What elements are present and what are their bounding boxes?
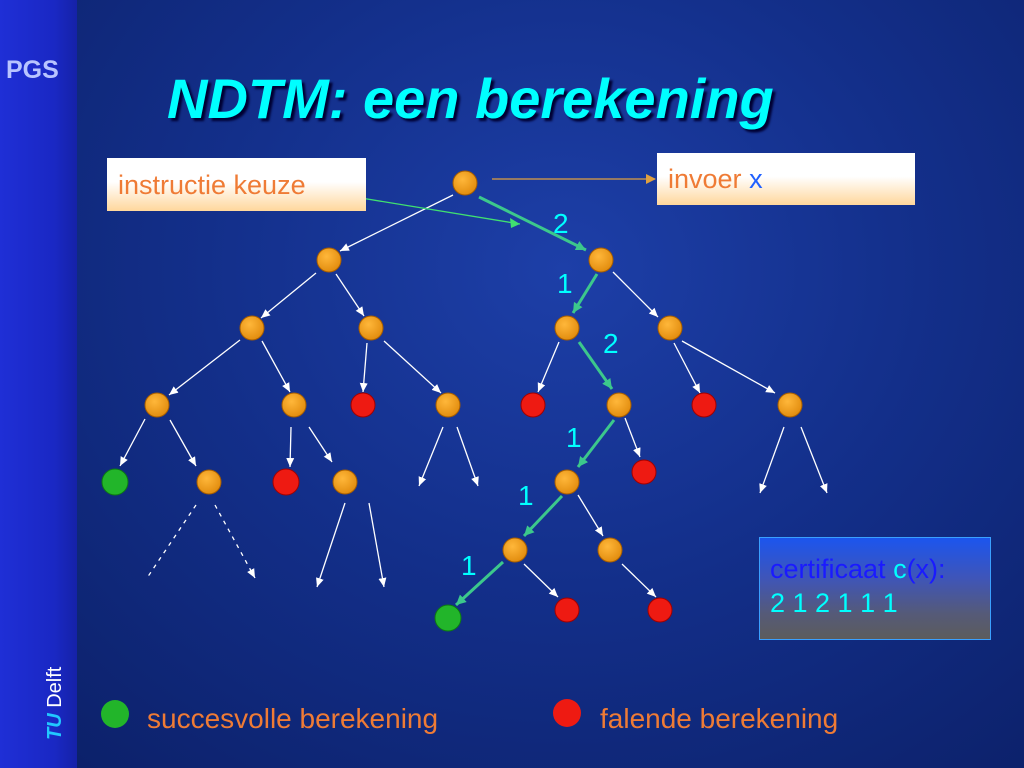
tree-node: [606, 392, 632, 418]
edge: [523, 563, 559, 598]
edge: [681, 340, 776, 394]
edge: [456, 426, 479, 487]
edge: [339, 194, 454, 252]
tree-node: [281, 392, 307, 418]
edge: [316, 502, 346, 588]
edge: [261, 340, 291, 393]
edge: [624, 417, 641, 458]
sidebar: PGS TU Delft: [0, 0, 77, 768]
edge: [359, 342, 368, 393]
legend-fail-dot: [553, 699, 581, 727]
tree-node: [452, 170, 478, 196]
path-edge: [478, 195, 587, 252]
path-edge: [522, 494, 564, 538]
tree-node: [777, 392, 803, 418]
dotted-edge: [214, 504, 256, 579]
edge: [168, 339, 241, 396]
legend-fail-label: falende berekening: [600, 703, 839, 734]
tree-node: [435, 392, 461, 418]
fail-leaf: [350, 392, 376, 418]
instruction-arrowhead: [510, 218, 520, 228]
tree-node: [358, 315, 384, 341]
path-edge: [571, 273, 599, 314]
pgs-logo: PGS: [6, 56, 59, 84]
edge: [800, 426, 828, 494]
edge: [119, 418, 146, 467]
tree-node: [144, 392, 170, 418]
edge: [260, 272, 317, 319]
edge: [577, 494, 604, 537]
fail-leaf: [631, 459, 657, 485]
instruction-arrow: [354, 196, 521, 225]
path-edge: [454, 560, 505, 607]
path-choice-label: 1: [518, 480, 534, 511]
path-edge: [577, 341, 614, 390]
path-choice-label: 2: [553, 208, 569, 239]
path-choice-label: 1: [557, 268, 573, 299]
edge: [612, 271, 659, 318]
instruction-choice-label: instructie keuze: [107, 158, 366, 211]
path-choice-label: 1: [566, 422, 582, 453]
edge: [286, 426, 295, 468]
nodes: [144, 170, 803, 563]
tree-node: [597, 537, 623, 563]
tree-node: [554, 315, 580, 341]
legend-success-label: succesvolle berekening: [147, 703, 439, 734]
fail-leaf: [691, 392, 717, 418]
tree-node: [588, 247, 614, 273]
edge: [169, 419, 197, 467]
fail-leaves: [272, 392, 717, 623]
input-label: invoer x: [657, 153, 915, 205]
legend-success-dot: [101, 700, 129, 728]
path-choice-label: 1: [461, 550, 477, 581]
tree-node: [502, 537, 528, 563]
edge: [308, 426, 333, 463]
dotted-edge: [146, 504, 197, 579]
tree-node: [316, 247, 342, 273]
path-choice-label: 2: [603, 328, 619, 359]
slide-title: NDTM: een berekening: [167, 67, 774, 130]
edge: [673, 342, 701, 394]
accepting-path: [454, 195, 616, 607]
tree-node: [196, 469, 222, 495]
certificate-box: certificaat c(x):2 1 2 1 1 1: [759, 537, 991, 640]
fail-leaf: [647, 597, 673, 623]
tree-node: [657, 315, 683, 341]
edge: [418, 426, 444, 487]
fail-leaf: [554, 597, 580, 623]
edge: [335, 273, 365, 317]
tree-node: [239, 315, 265, 341]
edge: [759, 426, 785, 494]
fail-leaf: [272, 468, 300, 496]
edge: [383, 340, 442, 394]
success-leaf: [101, 468, 129, 496]
success-leaves: [101, 468, 462, 632]
tree-node: [554, 469, 580, 495]
edge: [537, 341, 560, 393]
edge: [368, 502, 387, 588]
certificate-sequence: 2 1 2 1 1 1: [770, 588, 898, 618]
success-leaf: [434, 604, 462, 632]
tree-edges: [119, 194, 828, 598]
fail-leaf: [520, 392, 546, 418]
dotted-edges: [146, 504, 256, 579]
edge: [621, 563, 657, 598]
path-edge: [576, 419, 616, 468]
tree-node: [332, 469, 358, 495]
